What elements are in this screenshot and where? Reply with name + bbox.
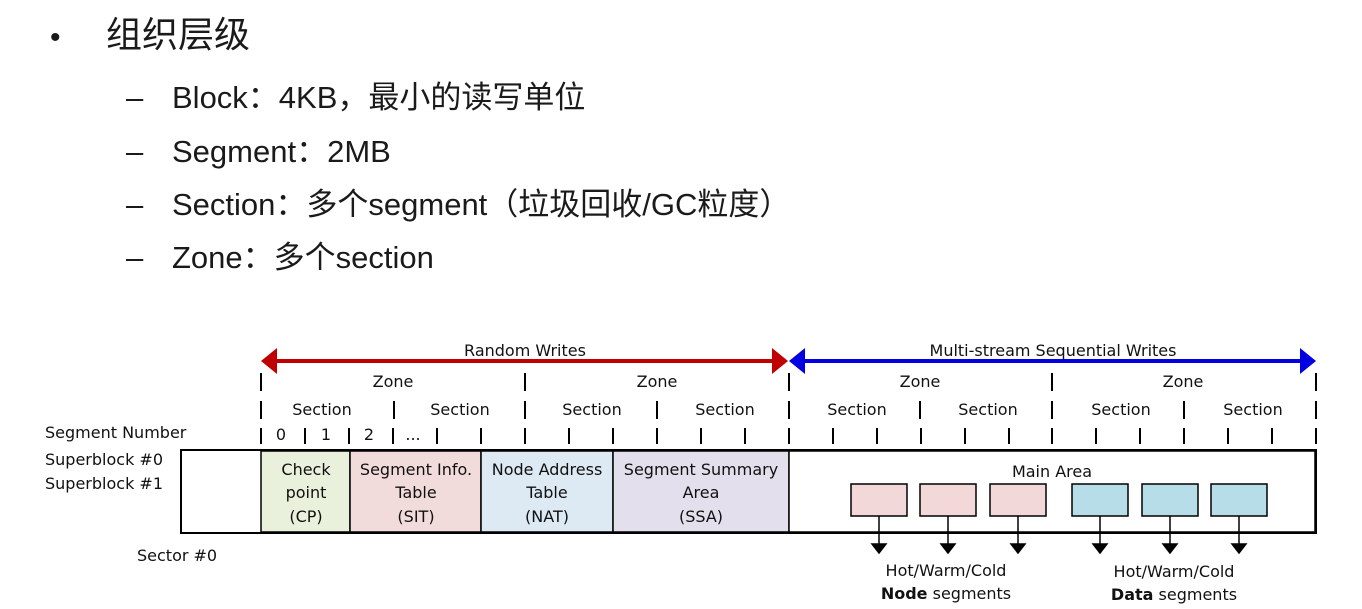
bullet-main: • 组织层级 [50, 6, 250, 58]
segment-down-arrows [870, 516, 1248, 555]
ssa-text: Segment Summary [624, 460, 778, 479]
superblock-0-label: Superblock #0 [45, 450, 163, 469]
data-segment-box [1141, 483, 1199, 517]
node-segment-box [989, 483, 1047, 517]
sit-text: Segment Info. [360, 460, 472, 479]
section-label: Section [1223, 400, 1282, 419]
bullet-sub-zone: –Zone：多个section [126, 232, 434, 277]
sequential-writes-arrow [789, 348, 1316, 374]
section-label: Section [827, 400, 886, 419]
bullet-sub-section: –Section：多个segment（垃圾回收/GC粒度） [126, 179, 790, 224]
ssa-text: Area [683, 483, 720, 502]
bullet-sub-text: Zone：多个section [172, 240, 434, 275]
data-caption-bold: Data [1111, 585, 1154, 604]
cp-text: point [286, 483, 327, 502]
bullet-main-text: 组织层级 [106, 14, 251, 55]
zone-dividers [260, 373, 1317, 391]
data-segment-box [1210, 483, 1268, 517]
data-segments-caption-line2: Data segments [1111, 585, 1237, 604]
bullet-sub-segment: –Segment：2MB [126, 126, 391, 171]
sector-0-label: Sector #0 [137, 546, 217, 565]
dash-marker: – [126, 240, 144, 275]
sit-region [349, 450, 482, 533]
sequential-writes-label: Multi-stream Sequential Writes [930, 341, 1177, 360]
node-segment-box [919, 483, 977, 517]
segment-ticks [260, 428, 1317, 444]
dash-marker: – [126, 187, 144, 222]
cp-text: (CP) [289, 507, 322, 526]
segment-number: 1 [321, 425, 331, 444]
segment-number-ellipsis: ... [405, 425, 420, 444]
node-caption-rest: segments [928, 584, 1012, 603]
cp-text: Check [281, 460, 331, 479]
node-segment-box [850, 483, 908, 517]
zone-label: Zone [1163, 372, 1204, 391]
dash-marker: – [126, 80, 144, 115]
data-caption-rest: segments [1153, 585, 1237, 604]
bullet-list: •组织层级 –Block：4KB，最小的读写单位 –Segment：2MB –S… [0, 0, 1362, 290]
bullet-marker: • [50, 21, 61, 54]
nat-text: Table [525, 483, 567, 502]
bullet-sub-text: Block：4KB，最小的读写单位 [172, 80, 586, 115]
bullet-sub-block: –Block：4KB，最小的读写单位 [126, 72, 585, 117]
random-writes-label: Random Writes [464, 341, 586, 360]
zone-label: Zone [373, 372, 414, 391]
sit-text: (SIT) [397, 507, 434, 526]
section-label: Section [1091, 400, 1150, 419]
section-dividers [260, 401, 1317, 419]
node-segments-caption-line2: Node segments [881, 584, 1011, 603]
zone-label: Zone [637, 372, 678, 391]
segment-number: 0 [276, 425, 286, 444]
ssa-text: (SSA) [679, 507, 723, 526]
zone-label: Zone [900, 372, 941, 391]
dash-marker: – [126, 134, 144, 169]
random-writes-arrow [261, 348, 788, 374]
data-segments-caption-line1: Hot/Warm/Cold [1114, 562, 1235, 581]
nat-text: (NAT) [525, 507, 569, 526]
bullet-sub-text: Segment：2MB [172, 134, 391, 169]
ssa-region [612, 450, 790, 533]
main-area-label: Main Area [1012, 462, 1092, 481]
section-label: Section [562, 400, 621, 419]
segment-number: 2 [364, 425, 374, 444]
bullet-sub-text: Section：多个segment（垃圾回收/GC粒度） [172, 187, 791, 222]
sit-text: Table [394, 483, 436, 502]
segment-number-label: Segment Number [45, 423, 187, 442]
superblock-1-label: Superblock #1 [45, 474, 163, 493]
section-label: Section [695, 400, 754, 419]
section-label: Section [292, 400, 351, 419]
node-caption-bold: Node [881, 584, 928, 603]
data-segment-box [1071, 483, 1129, 517]
section-label: Section [430, 400, 489, 419]
nat-text: Node Address [492, 460, 603, 479]
section-label: Section [958, 400, 1017, 419]
nat-region [480, 450, 614, 533]
cp-region [260, 450, 351, 533]
node-segments-caption-line1: Hot/Warm/Cold [886, 561, 1007, 580]
